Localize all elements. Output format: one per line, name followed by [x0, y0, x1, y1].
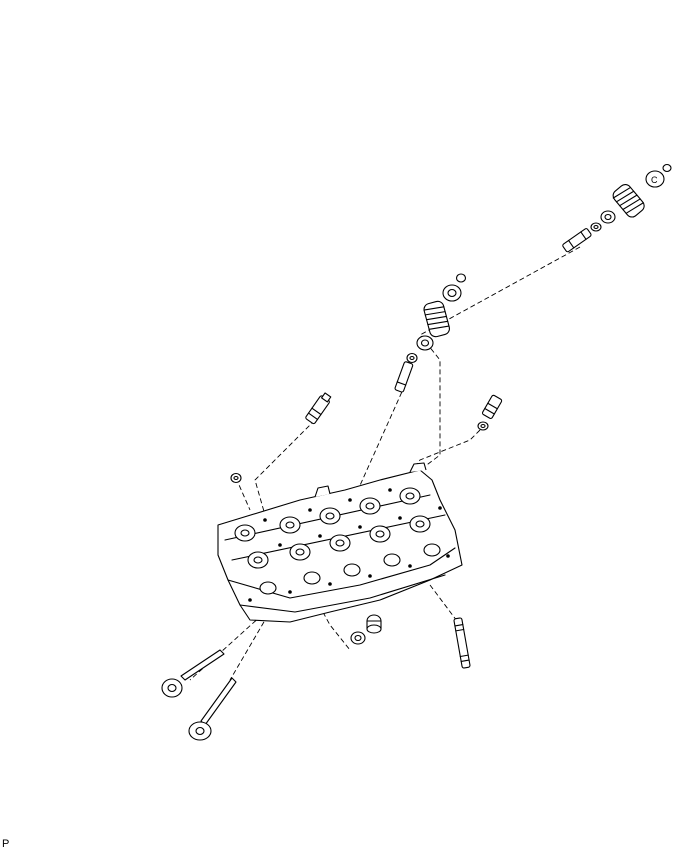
stud-bolt-bottom	[453, 617, 471, 669]
intake-valve	[161, 649, 225, 698]
head-bosses	[234, 487, 441, 595]
corner-label: P	[2, 838, 10, 850]
valve-spring-set-upper-right: C	[562, 163, 672, 253]
small-cap	[230, 472, 242, 484]
exhaust-valve	[188, 677, 237, 741]
plug-bottom	[350, 614, 382, 645]
svg-text:C: C	[651, 175, 658, 185]
stud-bolt-right	[477, 394, 503, 431]
valve-spring-set-center	[394, 273, 467, 393]
cylinder-head	[217, 462, 463, 623]
spark-plug-tube	[305, 392, 332, 425]
head-bolt-heads	[248, 488, 450, 602]
